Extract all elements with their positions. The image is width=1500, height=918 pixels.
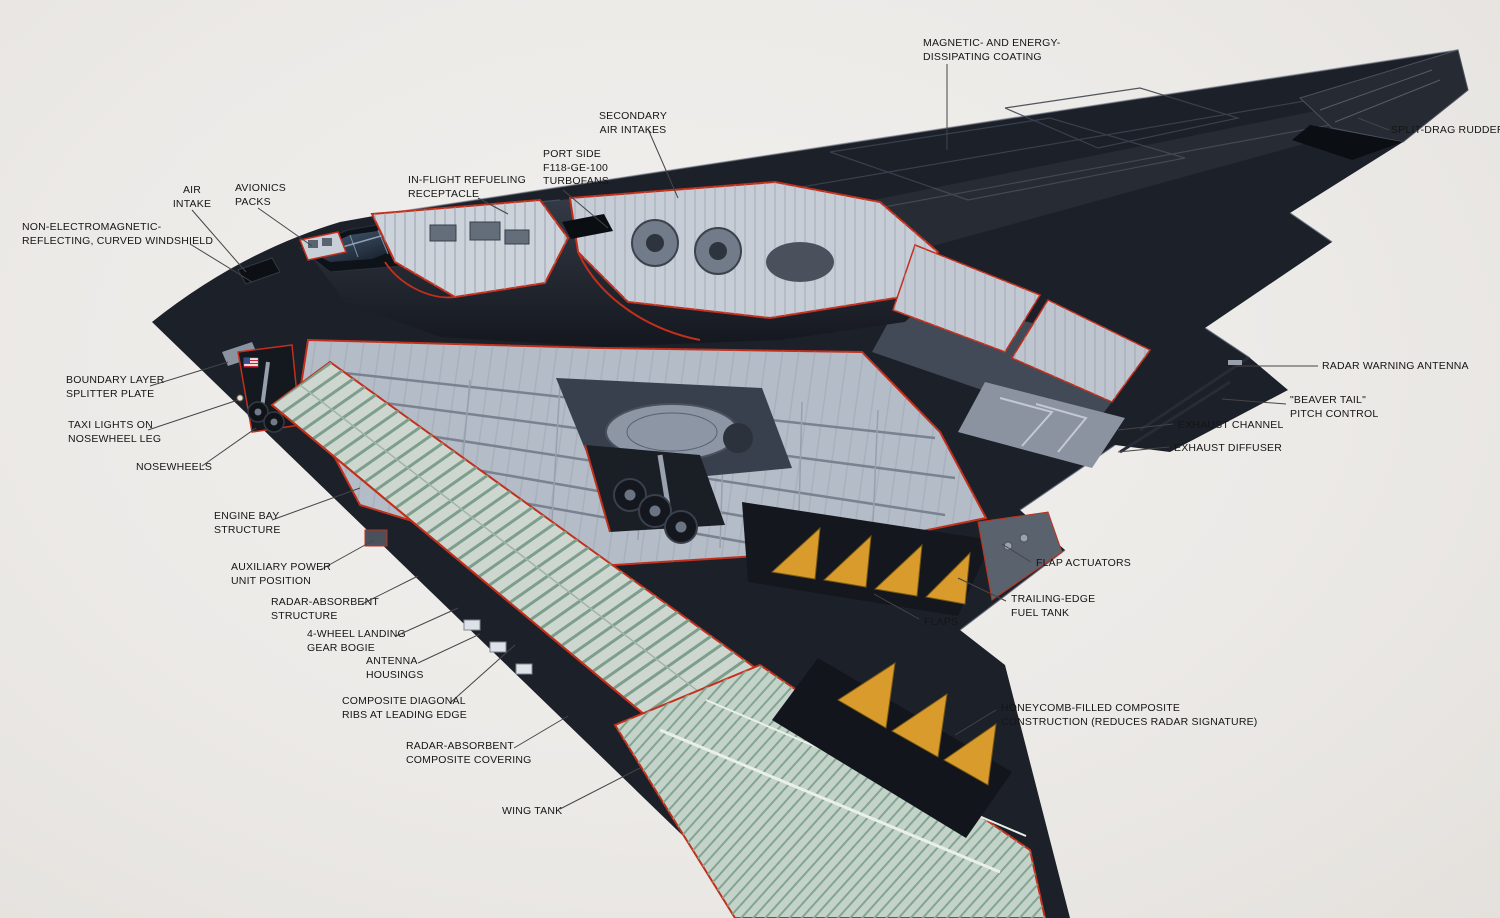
exhaust-channel-shape [958,382,1125,468]
honeycomb-band-lower [772,658,1012,838]
flap-actuator [1019,533,1029,543]
apu-box [364,529,388,547]
split-drag-rudder-shape [1292,49,1469,160]
mid-bay-cutaways [892,244,1152,403]
engine-bay-cutaway [562,180,940,341]
radar-warning-antenna-blade [1228,360,1242,365]
honeycomb-band-upper [742,502,992,616]
flap-actuator [1003,541,1013,551]
flag-marking [243,357,259,368]
main-landing-gear [584,444,725,544]
forward-avionics-cutaway [370,198,570,299]
taxi-light [236,394,244,402]
flaps-panel [977,511,1063,601]
wing-tank-cutaway [613,663,1047,918]
